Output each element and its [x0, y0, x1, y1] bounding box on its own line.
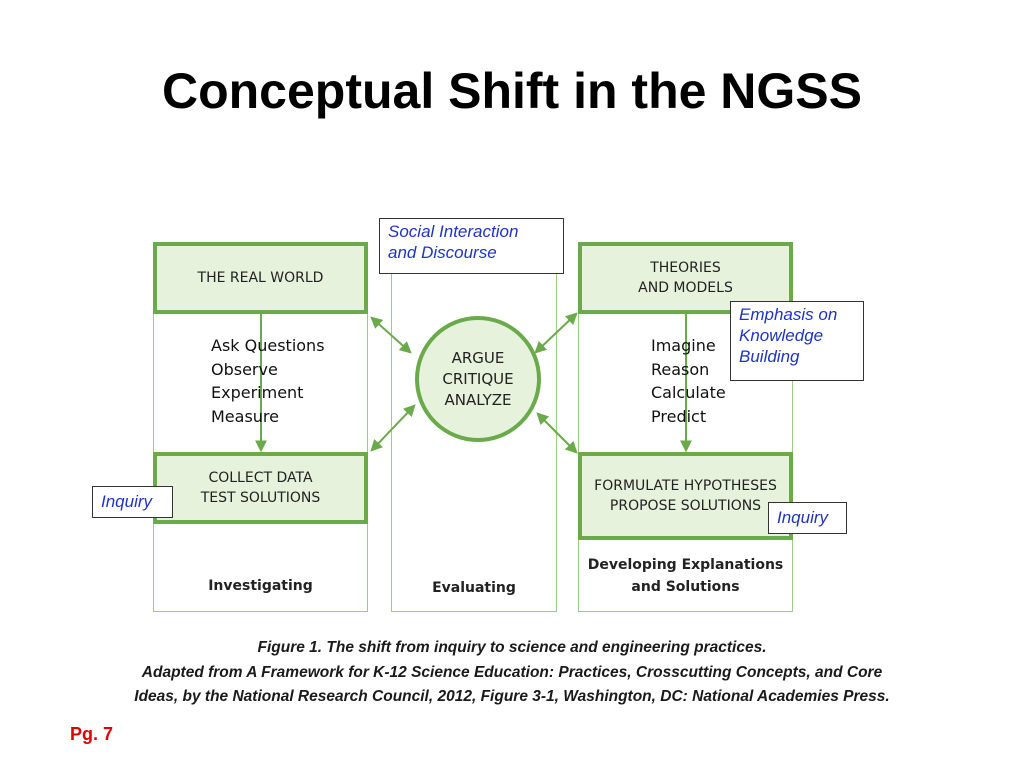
left-practice-list: Ask Questions Observe Experiment Measure: [211, 334, 325, 428]
column-label-line2: and Solutions: [631, 579, 740, 595]
center-circle: ARGUE CRITIQUE ANALYZE: [415, 316, 541, 442]
note-emphasis-line3: Building: [739, 347, 800, 366]
note-inquiry-left: Inquiry: [92, 486, 173, 518]
box-collect-line1: COLLECT DATA: [208, 470, 313, 486]
list-item: Measure: [211, 406, 279, 426]
box-formulate-line2: PROPOSE SOLUTIONS: [609, 498, 762, 514]
figure-caption-line3: Ideas, by the National Research Council,…: [134, 688, 890, 705]
circle-line1: ARGUE: [451, 348, 505, 367]
column-label-investigating: Investigating: [153, 575, 368, 597]
figure-caption-line1: Figure 1. The shift from inquiry to scie…: [257, 639, 767, 656]
box-collect-data: COLLECT DATA TEST SOLUTIONS: [153, 452, 368, 524]
list-item: Imagine: [651, 336, 716, 355]
column-label-developing: Developing Explanations and Solutions: [578, 554, 793, 598]
box-theories-line1: THEORIES: [650, 260, 721, 276]
arrow-formulate-circle: [536, 412, 578, 454]
box-formulate: FORMULATE HYPOTHESES PROPOSE SOLUTIONS: [578, 452, 793, 540]
column-label-evaluating: Evaluating: [391, 577, 557, 599]
list-item: Ask Questions: [211, 336, 325, 355]
list-item: Experiment: [211, 383, 304, 402]
box-collect-line2: TEST SOLUTIONS: [200, 490, 321, 506]
circle-line2: CRITIQUE: [442, 369, 514, 388]
box-theories-line2: AND MODELS: [638, 280, 733, 296]
circle-line3: ANALYZE: [444, 390, 512, 409]
note-emphasis-line2: Knowledge: [739, 326, 824, 345]
arrow-realworld-circle: [370, 316, 412, 354]
box-formulate-line1: FORMULATE HYPOTHESES: [594, 478, 777, 494]
list-item: Predict: [651, 406, 707, 426]
note-emphasis-line1: Emphasis on: [739, 305, 838, 324]
note-inquiry-right-label: Inquiry: [777, 508, 829, 527]
figure-caption-line2: Adapted from A Framework for K-12 Scienc…: [141, 664, 883, 681]
box-theories: THEORIES AND MODELS: [578, 242, 793, 314]
note-inquiry-right: Inquiry: [768, 502, 847, 534]
box-real-world-label: THE REAL WORLD: [197, 270, 324, 286]
list-item: Calculate: [651, 383, 726, 402]
slide-title: Conceptual Shift in the NGSS: [161, 63, 863, 119]
arrow-theories-circle: [534, 312, 578, 354]
note-social-interaction: Social Interaction and Discourse: [379, 218, 564, 274]
box-real-world: THE REAL WORLD: [153, 242, 368, 314]
note-emphasis: Emphasis on Knowledge Building: [730, 301, 864, 381]
note-social-line2: and Discourse: [388, 243, 497, 262]
arrow-collect-circle: [370, 404, 416, 452]
note-social-line1: Social Interaction: [388, 222, 519, 241]
column-label-line1: Developing Explanations: [587, 557, 784, 573]
list-item: Reason: [651, 359, 710, 379]
list-item: Observe: [211, 359, 278, 379]
right-practice-list: Imagine Reason Calculate Predict: [651, 334, 726, 428]
column-label-text: Investigating: [208, 578, 313, 594]
column-label-text: Evaluating: [432, 580, 516, 596]
page-reference: Pg. 7: [70, 724, 114, 744]
note-inquiry-left-label: Inquiry: [101, 492, 153, 511]
